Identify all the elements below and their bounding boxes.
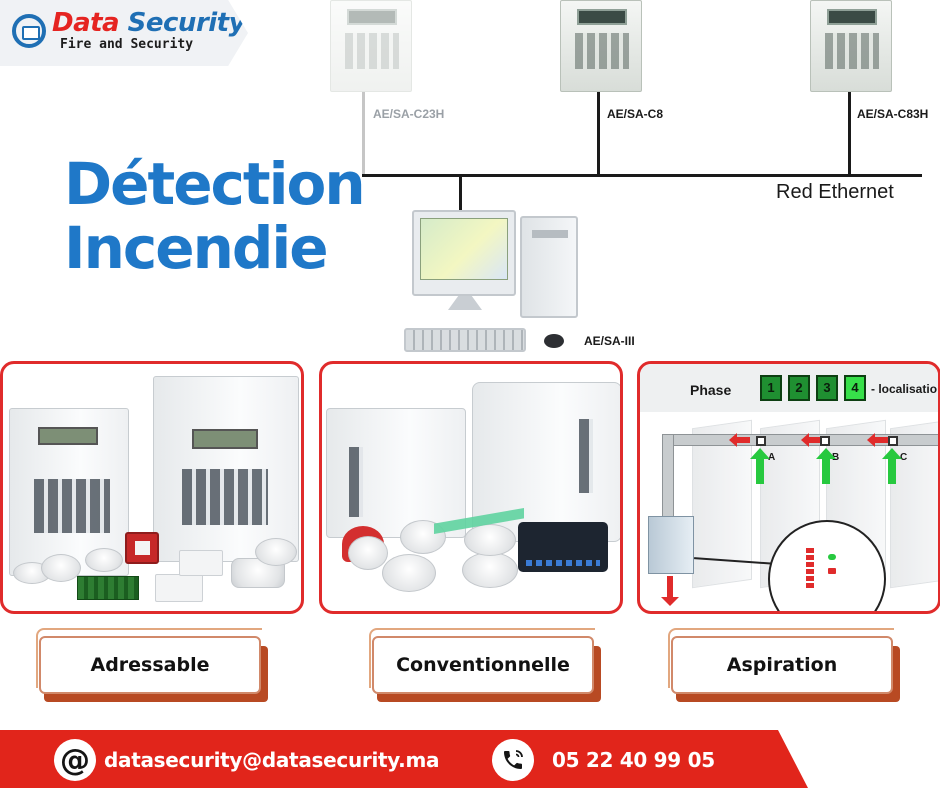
workstation-monitor xyxy=(412,210,516,296)
workstation-label: AE/SA-III xyxy=(584,334,635,348)
aspiration-detector-unit xyxy=(648,516,694,574)
monitor-stand xyxy=(448,296,482,310)
link-line xyxy=(848,92,851,176)
panel-c83h xyxy=(810,0,892,92)
phase-indicator-active: 4 xyxy=(844,375,866,401)
interface-module xyxy=(518,522,608,572)
control-panel-large xyxy=(472,382,620,542)
panel-label: AE/SA-C8 xyxy=(607,107,664,121)
category-label: Aspiration xyxy=(726,654,838,676)
category-button-adressable[interactable]: Adressable xyxy=(36,628,268,702)
phone-icon xyxy=(492,739,534,781)
category-card-aspiration[interactable]: Phase 1 2 3 4 - localisatio A B C xyxy=(637,361,940,614)
detector xyxy=(464,524,516,556)
category-card-adressable[interactable] xyxy=(0,361,304,614)
ethernet-bus xyxy=(362,174,922,177)
contact-bar xyxy=(0,730,808,788)
ethernet-label: Red Ethernet xyxy=(776,181,894,203)
phase-label: Phase xyxy=(690,382,732,398)
detector xyxy=(85,548,123,572)
module-box xyxy=(179,550,223,576)
airflow-arrow-icon xyxy=(801,433,822,447)
detector xyxy=(348,536,388,570)
airflow-arrow-icon xyxy=(867,433,888,447)
sampling-pipe xyxy=(662,434,674,524)
panel-label: AE/SA-C23H xyxy=(373,107,445,121)
detector xyxy=(41,554,81,582)
up-arrow-icon xyxy=(882,448,902,484)
up-arrow-icon xyxy=(750,448,770,484)
panel-c8 xyxy=(560,0,642,92)
mouse xyxy=(544,334,564,348)
category-label: Conventionnelle xyxy=(396,654,570,676)
detector xyxy=(462,552,518,588)
circuit-board xyxy=(77,576,139,600)
brand-tagline: Fire and Security xyxy=(60,37,194,52)
link-line xyxy=(362,92,365,176)
at-icon: @ xyxy=(54,739,96,781)
sampling-hole xyxy=(756,436,766,446)
up-arrow-icon xyxy=(816,448,836,484)
phase-indicator: 1 xyxy=(760,375,782,401)
zone-label: C xyxy=(900,452,908,463)
manual-call-point xyxy=(125,532,159,564)
brand-title: Data Security xyxy=(52,8,246,38)
category-label: Adressable xyxy=(90,654,210,676)
airflow-arrow-icon xyxy=(729,433,750,447)
link-line xyxy=(459,174,462,214)
control-panel-large xyxy=(153,376,299,562)
brand-logo[interactable]: Data Security Fire and Security xyxy=(0,0,248,66)
hero-title: Détection Incendie xyxy=(64,150,366,282)
detector xyxy=(255,538,297,566)
category-button-aspiration[interactable]: Aspiration xyxy=(668,628,900,702)
network-diagram: AE/SA-C23H AE/SA-C8 AE/SA-C83H Red Ether… xyxy=(0,0,940,360)
module-box xyxy=(155,574,203,602)
control-panel-small xyxy=(326,408,466,538)
phase-indicator: 3 xyxy=(816,375,838,401)
workstation-tower xyxy=(520,216,578,318)
hero-title-line: Incendie xyxy=(64,214,329,282)
keyboard xyxy=(404,328,526,352)
category-button-conventionnelle[interactable]: Conventionnelle xyxy=(369,628,601,702)
phase-indicator: 2 xyxy=(788,375,810,401)
detector-zoom-detail xyxy=(768,520,886,611)
panel-label: AE/SA-C83H xyxy=(857,107,929,121)
hero-title-line: Détection xyxy=(64,150,366,218)
exhaust-arrow-icon xyxy=(661,576,679,606)
detector xyxy=(382,554,436,592)
phone-link[interactable]: 05 22 40 99 05 xyxy=(552,748,715,772)
logo-icon xyxy=(12,14,46,48)
link-line xyxy=(597,92,600,176)
panel-c23h xyxy=(330,0,412,92)
sampling-hole xyxy=(820,436,830,446)
sampling-hole xyxy=(888,436,898,446)
zone-label: A xyxy=(768,452,776,463)
phase-suffix: - localisatio xyxy=(871,382,938,396)
email-link[interactable]: datasecurity@datasecurity.ma xyxy=(104,748,440,772)
category-card-conventionnelle[interactable] xyxy=(319,361,623,614)
